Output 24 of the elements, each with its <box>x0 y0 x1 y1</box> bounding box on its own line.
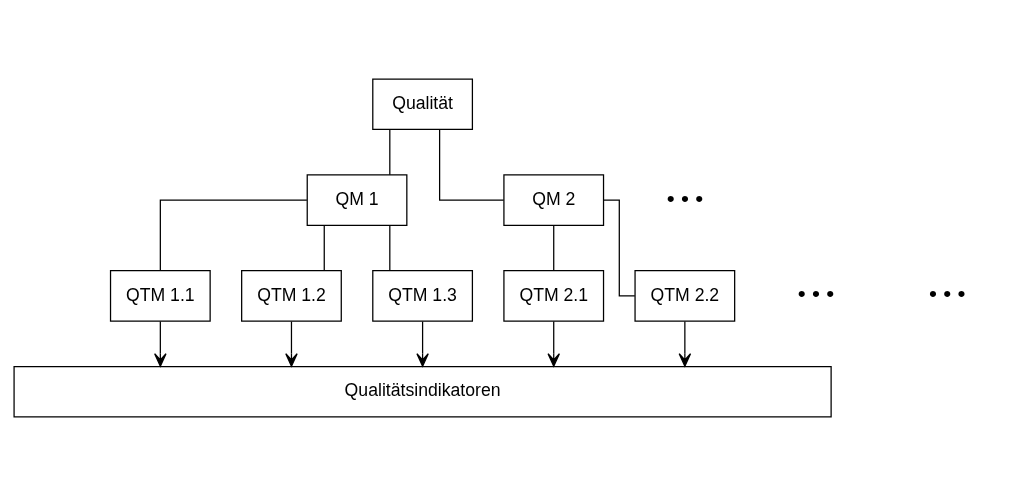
node-box: QTM 1.3 <box>372 269 474 322</box>
label: • • • <box>666 184 704 211</box>
label: • • • <box>797 279 835 306</box>
node-box: QTM 2.1 <box>503 269 605 322</box>
node-box: QTM 1.1 <box>109 269 211 322</box>
arrow <box>285 320 298 367</box>
arrow <box>547 320 561 367</box>
connector <box>323 224 325 271</box>
connector <box>603 198 636 297</box>
arrow <box>154 320 167 367</box>
connector <box>389 128 391 175</box>
node-box: QM 2 <box>503 173 605 226</box>
arrow <box>416 320 429 367</box>
connector <box>159 198 308 271</box>
node-box: QM 1 <box>306 173 408 226</box>
connector <box>553 224 555 271</box>
connector <box>389 224 391 271</box>
node-box: Qualitätsindikatoren <box>13 365 832 418</box>
label: • • • <box>928 279 966 306</box>
connector <box>439 128 505 201</box>
node-box: QTM 2.2 <box>634 269 736 322</box>
node-box: QTM 1.2 <box>241 269 342 322</box>
arrow <box>678 320 692 367</box>
node-box: Qualität <box>372 77 474 130</box>
